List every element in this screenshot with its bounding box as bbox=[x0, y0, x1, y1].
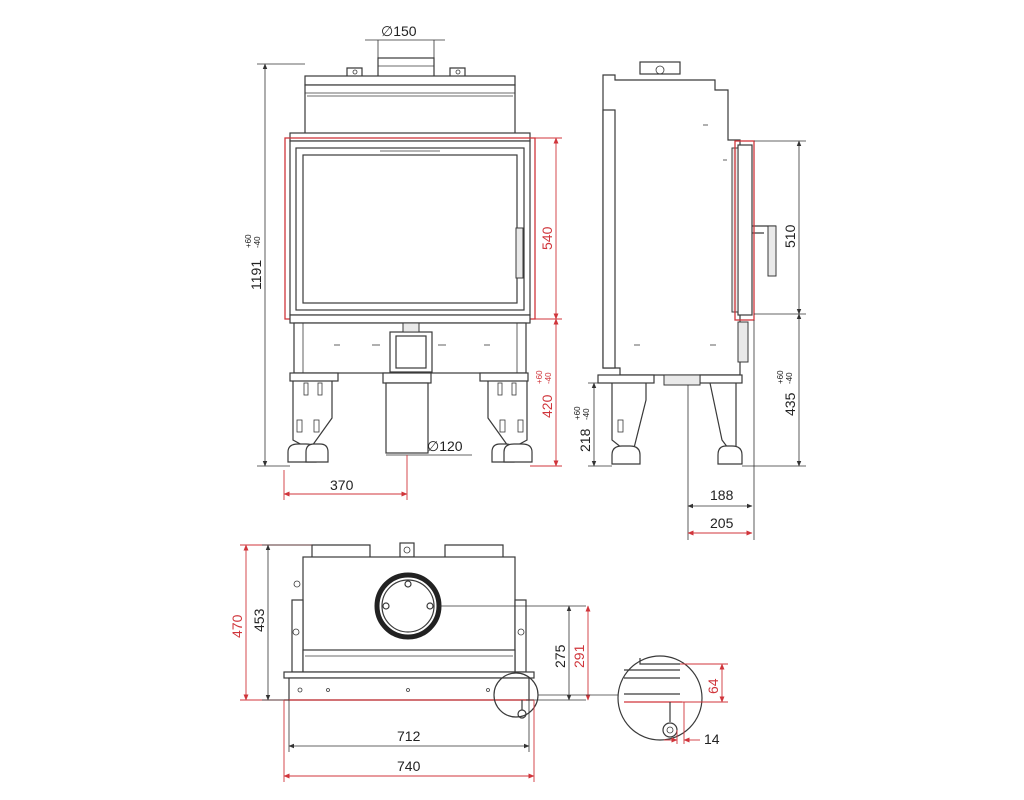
top-depth-inner-label: 453 bbox=[251, 608, 267, 632]
air-inlet-label: ∅120 bbox=[427, 438, 463, 454]
detail-height-label: 64 bbox=[705, 678, 721, 694]
svg-text:+60: +60 bbox=[573, 406, 582, 420]
side-view: 510 435 +60 -40 218 +60 -40 188 205 bbox=[573, 61, 806, 540]
detail-offset-label: 14 bbox=[704, 731, 720, 747]
base-height-label: 420 bbox=[539, 394, 555, 418]
front-air-box bbox=[389, 331, 433, 373]
top-depth-outer-label: 470 bbox=[229, 614, 245, 638]
detail-view: 64 14 bbox=[538, 655, 728, 747]
width-inner-label: 712 bbox=[397, 728, 421, 744]
svg-text:-40: -40 bbox=[544, 372, 553, 384]
side-red-outline bbox=[734, 140, 755, 321]
svg-text:+60: +60 bbox=[776, 370, 785, 384]
half-width-label: 370 bbox=[330, 477, 354, 493]
front-leg-right bbox=[479, 372, 533, 463]
side-door-height-label: 510 bbox=[782, 224, 798, 248]
svg-text:+60: +60 bbox=[535, 370, 544, 384]
front-hood bbox=[304, 84, 516, 136]
svg-text:-40: -40 bbox=[785, 372, 794, 384]
top-view: 470 453 275 291 712 740 bbox=[229, 542, 591, 782]
front-air-pipe bbox=[382, 372, 432, 384]
front-flue-label: ∅150 bbox=[381, 23, 417, 39]
side-depth-inner-label: 188 bbox=[710, 487, 734, 503]
side-legs bbox=[597, 374, 743, 465]
width-outer-label: 740 bbox=[397, 758, 421, 774]
side-base-height-label: 435 bbox=[782, 392, 798, 416]
detail-circle bbox=[617, 655, 703, 741]
svg-text:-40: -40 bbox=[582, 408, 591, 420]
front-top-bar bbox=[304, 75, 516, 86]
side-depth-outer-label: 205 bbox=[710, 515, 734, 531]
side-door-panel bbox=[737, 144, 753, 316]
flue-offset-inner-label: 275 bbox=[552, 644, 568, 668]
side-body bbox=[602, 74, 741, 376]
front-door-frame bbox=[289, 140, 531, 316]
flue-offset-outer-label: 291 bbox=[571, 644, 587, 668]
door-height-label: 540 bbox=[539, 226, 555, 250]
front-view: ∅150 1191 +60 -40 540 420 +60 -40 ∅120 3… bbox=[244, 23, 562, 500]
front-door-handle[interactable] bbox=[515, 227, 524, 279]
front-leg-left bbox=[287, 372, 339, 463]
svg-text:+60: +60 bbox=[244, 234, 253, 248]
svg-text:-40: -40 bbox=[253, 236, 262, 248]
front-height-label: 1191 bbox=[248, 260, 264, 290]
leg-height-label: 218 bbox=[577, 428, 593, 452]
